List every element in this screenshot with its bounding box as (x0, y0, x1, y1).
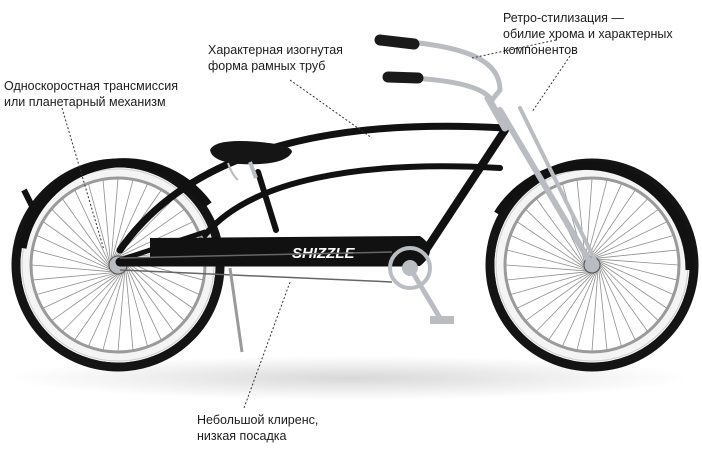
spoke (598, 263, 648, 332)
spoke (548, 270, 596, 340)
spoke (597, 260, 673, 295)
callout-clearance-line-2: низкая посадка (197, 429, 287, 443)
spoke (33, 249, 113, 272)
spoke (62, 198, 111, 267)
rear-reflector (21, 188, 37, 212)
spoke (102, 270, 125, 350)
spoke (125, 267, 134, 350)
callout-frame-shape: Характерная изогнутая форма рамных труб (208, 42, 343, 74)
spoke (576, 269, 598, 350)
spoke (125, 263, 174, 332)
spoke (51, 272, 120, 321)
spoke (111, 180, 134, 260)
spoke (74, 271, 123, 340)
spoke (37, 272, 117, 295)
spoke (525, 271, 594, 321)
ground-shadow (10, 356, 690, 400)
spoke (598, 264, 636, 340)
front-fender (494, 161, 695, 271)
spoke (88, 184, 111, 264)
spoke (590, 209, 659, 259)
spoke (595, 258, 679, 266)
spoke (593, 235, 673, 259)
spoke (43, 272, 119, 309)
callout-transmission-line-1: Односкоростная трансмиссия (4, 79, 178, 93)
leader-transmission (61, 107, 105, 251)
callout-transmission-line-2: или планетарный механизм (4, 95, 166, 109)
callout-retro-line-2: обилие хрома и характерных (503, 27, 673, 41)
spoke (74, 190, 111, 266)
spoke (116, 209, 185, 258)
spoke (33, 272, 116, 281)
spoke (125, 261, 185, 321)
spoke (37, 235, 113, 271)
spoke (587, 184, 622, 260)
leader-frame (289, 79, 373, 139)
handlebar (374, 34, 503, 103)
chain (119, 251, 393, 283)
spoke (598, 262, 659, 321)
callout-clearance: Небольшой клиренс, низкая посадка (197, 412, 318, 444)
spoke (102, 180, 111, 263)
spoke (591, 221, 667, 259)
crankset (388, 246, 454, 324)
spoke (517, 221, 587, 269)
spoke (117, 268, 126, 352)
spoke (51, 209, 111, 269)
spoke (525, 209, 586, 268)
spoke (124, 260, 193, 309)
spoke (507, 271, 590, 281)
callout-retro-line-1: Ретро-стилизация — (503, 11, 624, 25)
callout-clearance-line-1: Небольшой клиренс, (197, 413, 319, 427)
leader-lines (61, 39, 571, 409)
spoke (588, 190, 636, 260)
rear-fender (17, 158, 212, 249)
callout-transmission: Односкоростная трансмиссия или планетарн… (4, 78, 178, 110)
spoke (88, 270, 124, 346)
spoke (62, 272, 122, 332)
spoke (536, 198, 586, 267)
leader-retro-fork (531, 55, 571, 113)
spoke (505, 264, 589, 272)
chain-guard (150, 236, 430, 266)
spoke (125, 264, 162, 340)
spoke (31, 264, 115, 273)
front-fork (484, 94, 598, 265)
spoke (43, 221, 112, 270)
kickstand (228, 267, 244, 353)
spoke (125, 266, 148, 346)
spoke (596, 259, 677, 281)
callout-frame-line-2: форма рамных труб (208, 59, 326, 73)
spoke (594, 249, 677, 259)
spoke (536, 271, 595, 332)
saddle (210, 141, 292, 181)
spoke (517, 271, 593, 309)
callout-retro-line-3: компонентов (503, 43, 578, 57)
spoke (110, 178, 119, 262)
callout-frame-line-1: Характерная изогнутая (208, 43, 343, 57)
spoke (589, 198, 648, 259)
spoke (511, 271, 591, 295)
spoke (597, 261, 667, 309)
spoke (562, 270, 597, 346)
spoke (591, 268, 599, 352)
spoke (511, 235, 587, 270)
callout-retro-style: Ретро-стилизация — обилие хрома и характ… (503, 10, 673, 58)
spoke (598, 267, 608, 350)
spoke (598, 266, 622, 346)
spoke (507, 249, 588, 271)
